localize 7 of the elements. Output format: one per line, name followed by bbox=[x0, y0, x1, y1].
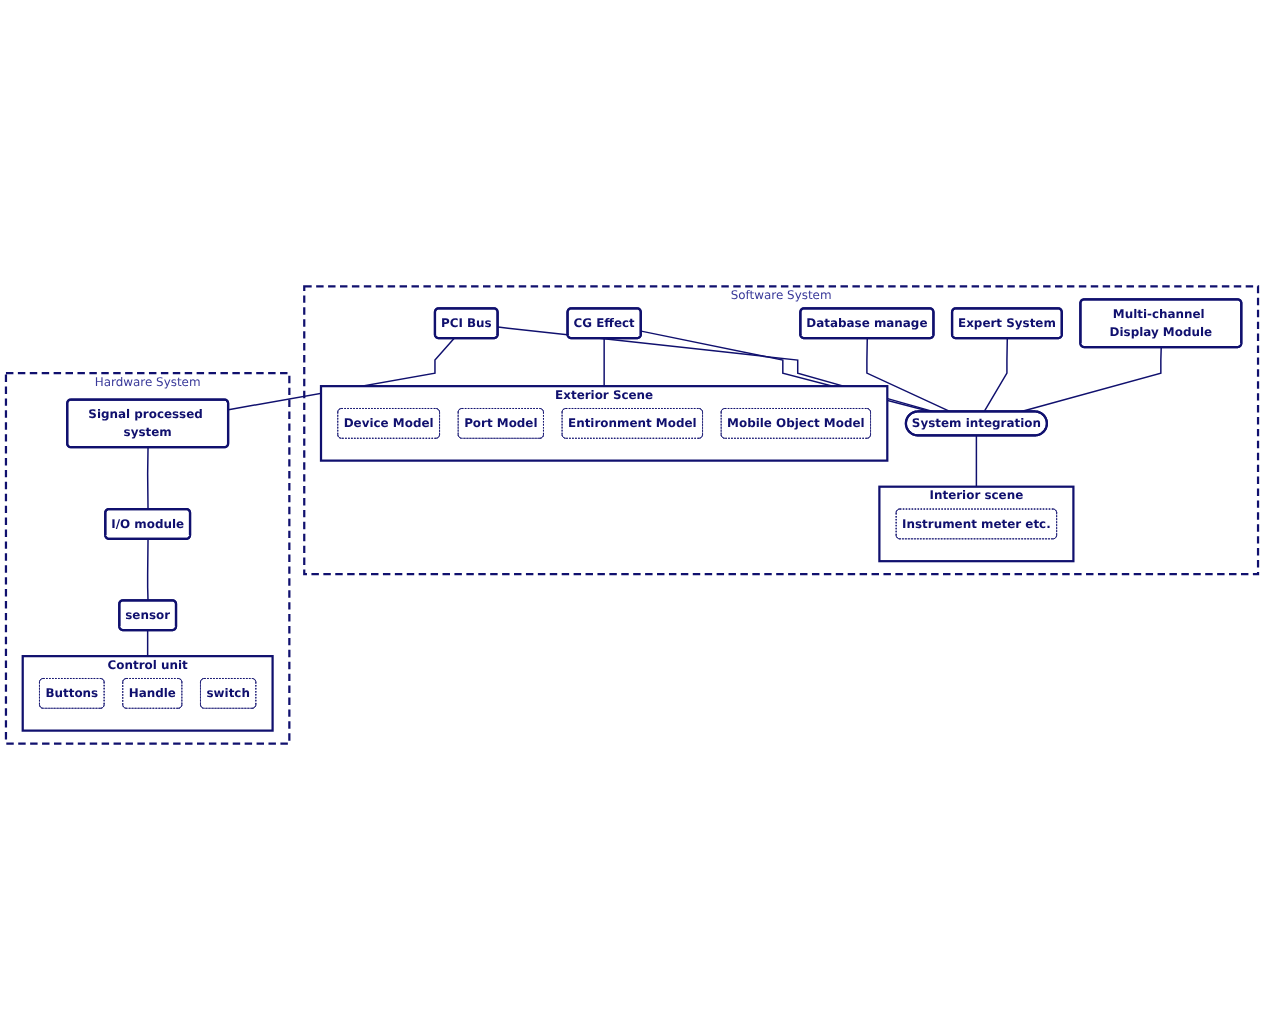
connector bbox=[146, 538, 149, 602]
connector bbox=[146, 629, 149, 657]
connector bbox=[983, 337, 1009, 413]
connector bbox=[146, 446, 149, 511]
connector bbox=[866, 337, 952, 413]
connector bbox=[975, 434, 978, 488]
connector bbox=[603, 337, 605, 387]
